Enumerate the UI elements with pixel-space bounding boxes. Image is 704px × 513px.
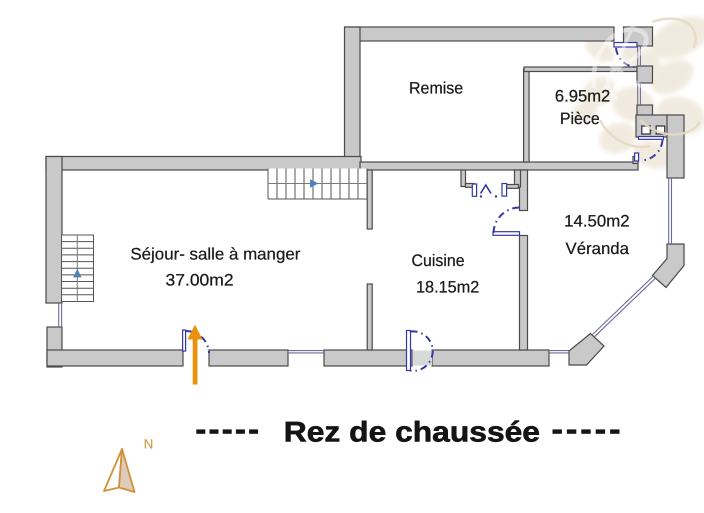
svg-text:Pièce: Pièce [560, 109, 600, 128]
svg-text:Cuisine: Cuisine [412, 251, 465, 270]
svg-text:Véranda: Véranda [566, 239, 630, 258]
svg-text:N: N [144, 437, 154, 452]
svg-text:Séjour- salle à manger: Séjour- salle à manger [130, 244, 300, 263]
svg-text:6.95m2: 6.95m2 [555, 86, 610, 105]
svg-text:18.15m2: 18.15m2 [416, 277, 479, 296]
svg-text:Remise: Remise [409, 79, 463, 98]
svg-text:14.50m2: 14.50m2 [564, 211, 629, 230]
svg-text:37.00m2: 37.00m2 [166, 270, 234, 289]
svg-text:Rez de chaussée: Rez de chaussée [284, 416, 540, 448]
